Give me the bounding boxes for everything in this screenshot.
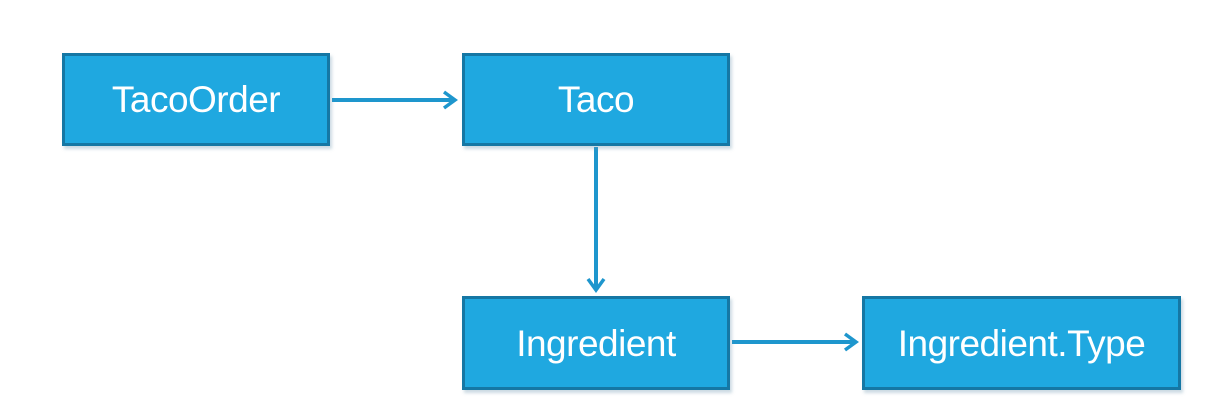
node-ingredient-type: Ingredient.Type <box>862 296 1181 390</box>
node-label: Ingredient <box>516 322 676 364</box>
node-label: Taco <box>557 79 635 120</box>
node-taco: Taco <box>462 53 730 146</box>
node-label: TacoOrder <box>111 79 281 120</box>
node-label: Ingredient.Type <box>897 322 1146 364</box>
node-taco-order: TacoOrder <box>62 53 330 146</box>
node-ingredient: Ingredient <box>462 296 730 390</box>
